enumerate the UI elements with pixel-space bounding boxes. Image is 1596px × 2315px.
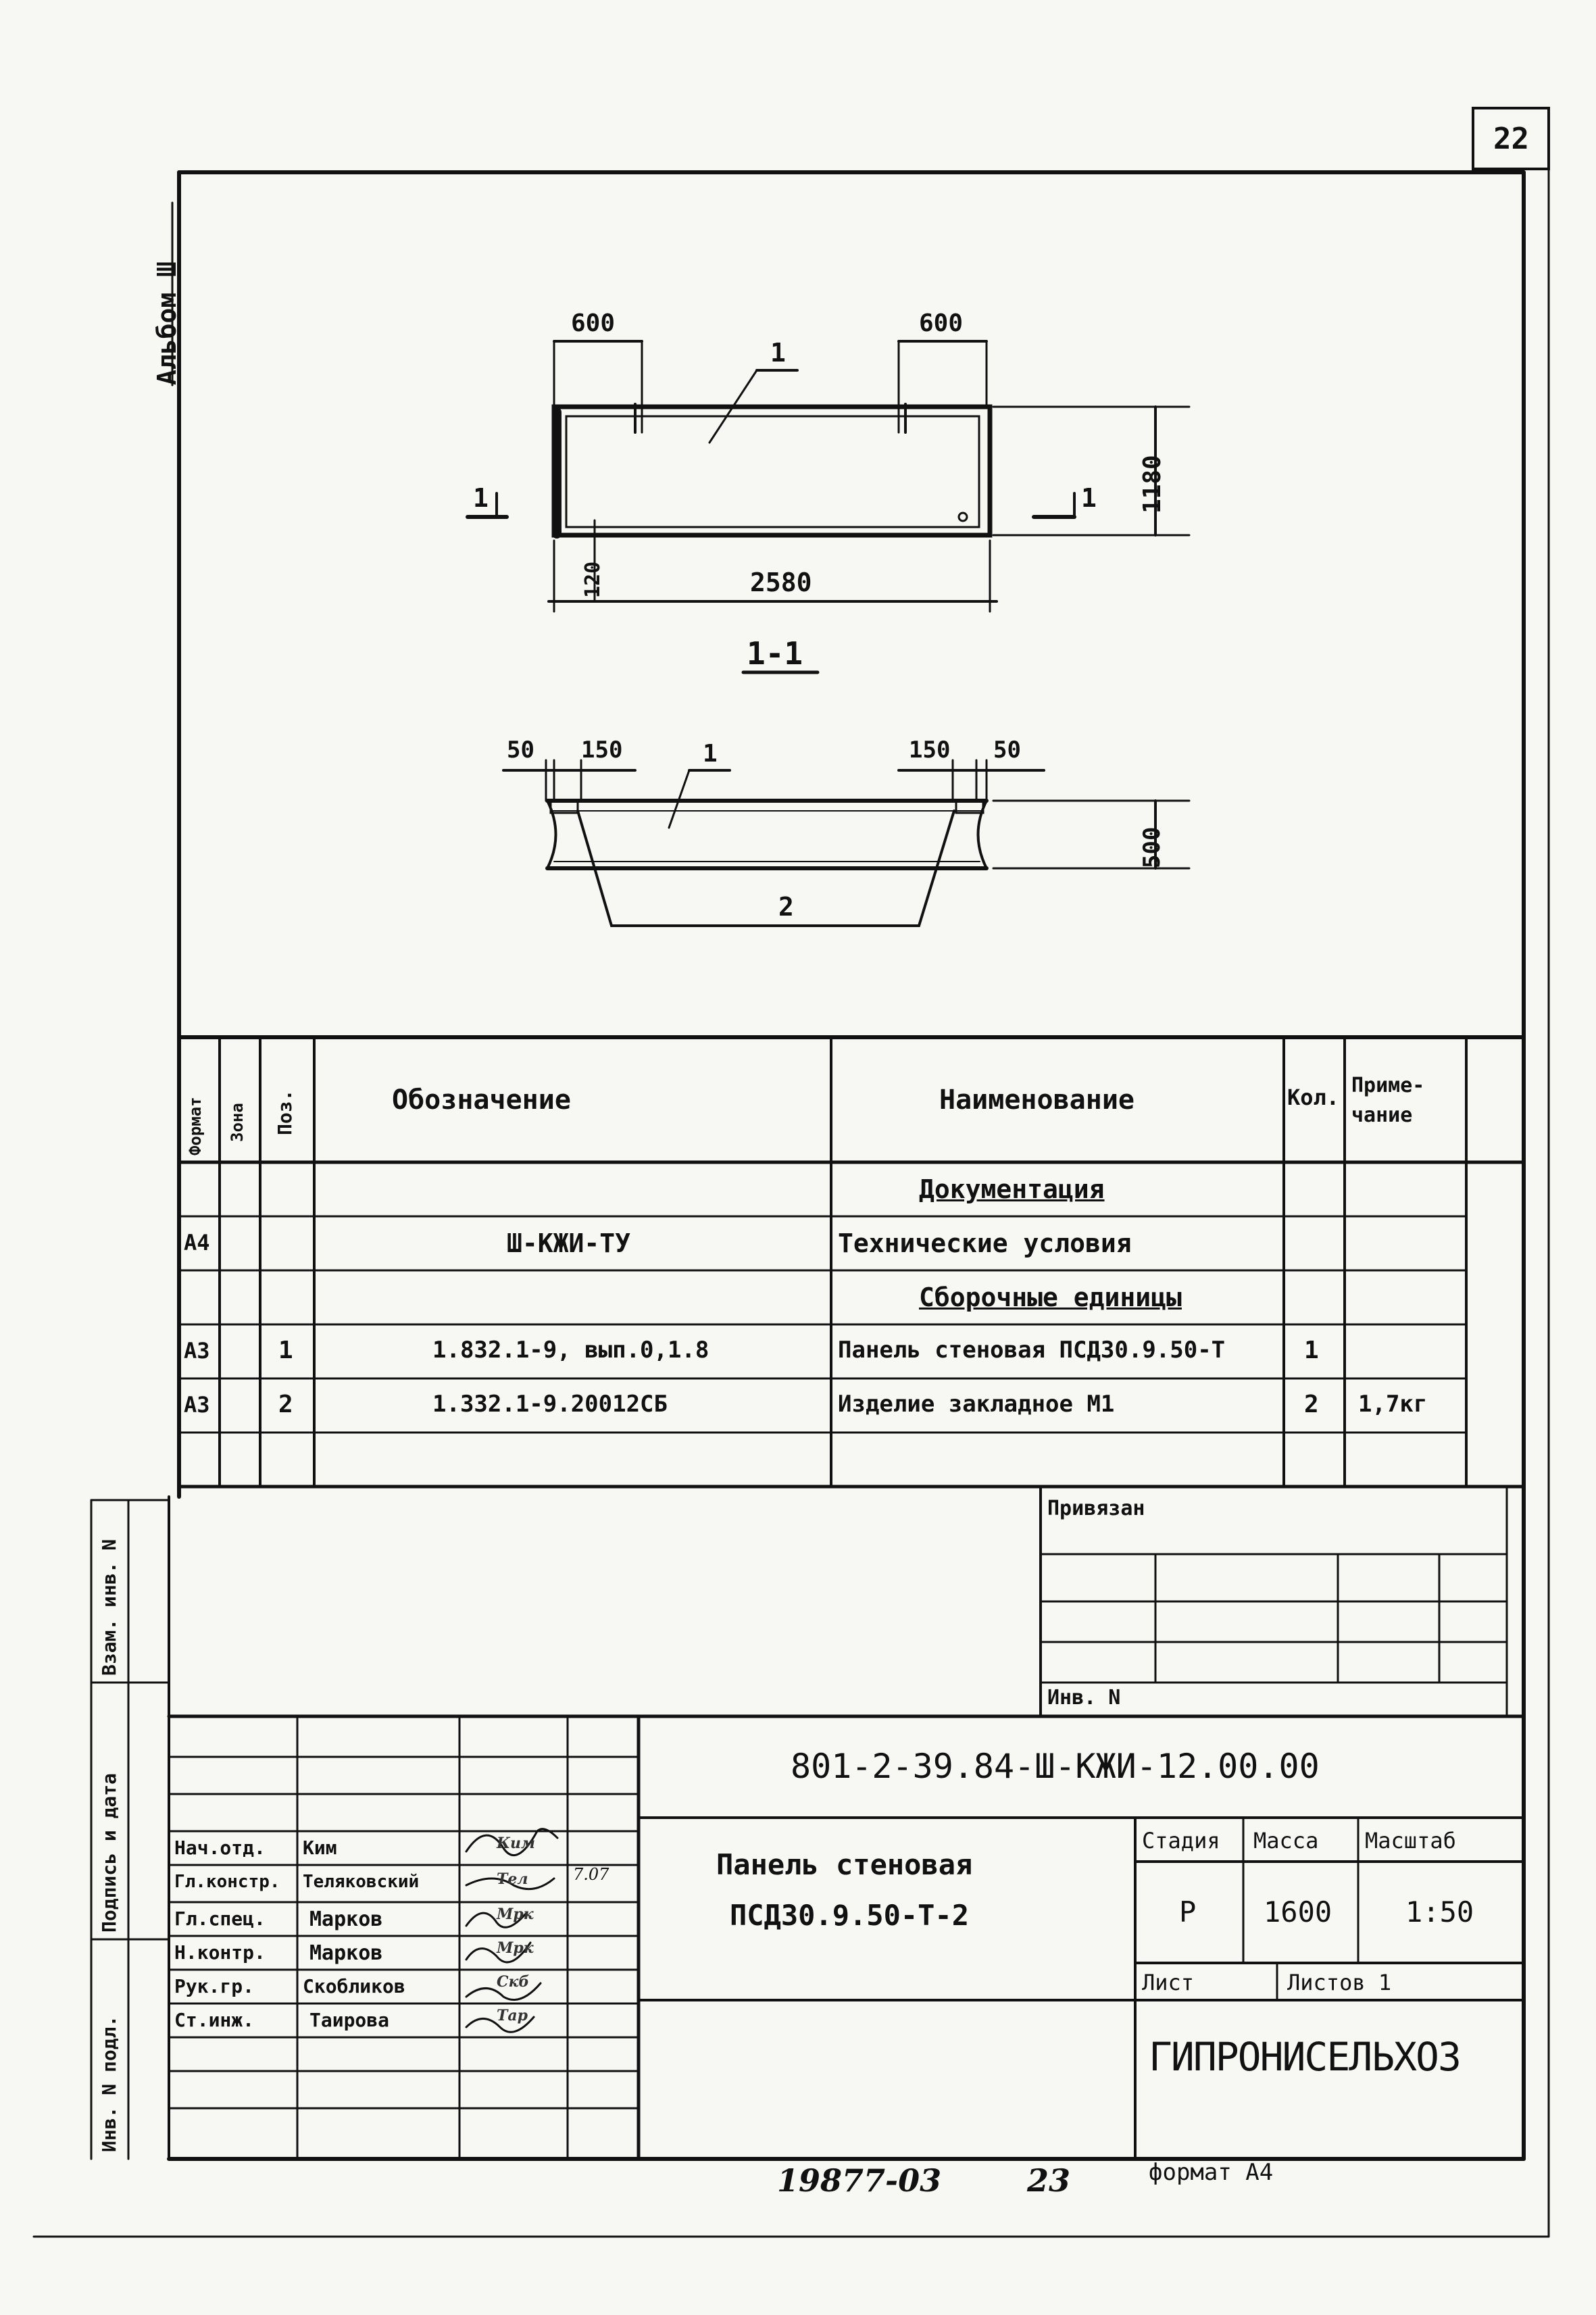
footer-archive-number: 19877-03 xyxy=(777,2162,942,2199)
organization-name: ГИПРОНИСЕЛЬХОЗ xyxy=(1149,2034,1462,2080)
section-mark-left: 1 xyxy=(473,483,489,513)
plan-dim-height: 1180 xyxy=(1139,455,1166,514)
section-mark-right: 1 xyxy=(1081,483,1097,513)
role-label: Рук.гр. xyxy=(174,1975,255,1997)
spec-header-format: Формат xyxy=(186,1097,205,1155)
signature: Мрк xyxy=(497,1906,534,1923)
spec-cell-note: 1,7кг xyxy=(1358,1391,1428,1418)
stage-value: Р xyxy=(1179,1895,1197,1928)
plan-dim-top-left: 600 xyxy=(571,309,616,337)
doc-code: 801-2-39.84-Ш-КЖИ-12.00.00 xyxy=(791,1747,1320,1786)
mass-label: Масса xyxy=(1253,1828,1319,1853)
privyazan-label: Привязан xyxy=(1047,1497,1145,1520)
person-name: Теляковский xyxy=(303,1872,420,1892)
mass-value: 1600 xyxy=(1264,1895,1332,1928)
plan-dim-width: 2580 xyxy=(750,568,812,597)
date-note: 7.07 xyxy=(573,1865,609,1884)
spec-cell-pos: 1 xyxy=(278,1337,293,1364)
person-name: Марков xyxy=(309,1941,383,1965)
spec-cell-designation: Ш-КЖИ-ТУ xyxy=(507,1228,631,1258)
spec-header-qty: Кол. xyxy=(1287,1085,1340,1110)
side-stamp-inv-podl: Инв. N подл. xyxy=(98,2015,120,2152)
spec-header-zone: Зона xyxy=(228,1103,247,1142)
spec-cell-format: А4 xyxy=(184,1230,210,1255)
sheets-label: Листов 1 xyxy=(1287,1970,1392,1995)
spec-cell-format: А3 xyxy=(184,1392,210,1418)
signature: Тел xyxy=(497,1870,528,1888)
sheet-label: Лист xyxy=(1142,1970,1195,1995)
person-name: Таирова xyxy=(309,2009,390,2031)
spec-header-pos: Поз. xyxy=(274,1089,296,1135)
side-stamp-vzam-inv: Взам. инв. N xyxy=(98,1539,120,1676)
section-title: 1-1 xyxy=(747,635,803,672)
section-pos-label-top: 1 xyxy=(703,740,718,768)
role-label: Н.контр. xyxy=(174,1941,266,1964)
role-label: Гл.спец. xyxy=(174,1908,266,1930)
person-name: Скобликов xyxy=(303,1975,405,1997)
plan-dim-offset: 120 xyxy=(581,561,605,598)
spec-cell-qty: 1 xyxy=(1304,1337,1319,1364)
spec-cell-designation: 1.832.1-9, вып.0,1.8 xyxy=(432,1337,709,1364)
section-dim-a-right: 50 xyxy=(993,737,1021,764)
section-dim-a-left: 50 xyxy=(507,737,534,764)
signature: Мрк xyxy=(497,1939,534,1957)
item-name-line2: ПСД30.9.50-Т-2 xyxy=(730,1899,970,1932)
spec-cell-name: Документация xyxy=(919,1174,1105,1204)
signature: Тар xyxy=(497,2007,528,2024)
section-pos-label-bottom: 2 xyxy=(778,892,794,922)
format-label: формат А4 xyxy=(1149,2159,1274,2186)
item-name-line1: Панель стеновая xyxy=(716,1848,973,1881)
plan-pos-label: 1 xyxy=(770,338,786,368)
spec-cell-name: Технические условия xyxy=(838,1228,1132,1258)
scale-value: 1:50 xyxy=(1405,1895,1474,1928)
scale-label: Масштаб xyxy=(1365,1828,1456,1853)
role-label: Ст.инж. xyxy=(174,2009,255,2031)
person-name: Марков xyxy=(309,1908,383,1931)
album-label: Альбом Ш xyxy=(152,261,182,385)
signature: Ким xyxy=(497,1835,535,1852)
spec-header-name: Наименование xyxy=(939,1085,1134,1116)
role-label: Гл.констр. xyxy=(174,1872,280,1892)
spec-cell-name: Сборочные единицы xyxy=(919,1283,1182,1312)
role-label: Нач.отд. xyxy=(174,1837,266,1859)
section-dim-b-right: 150 xyxy=(909,737,951,764)
stage-label: Стадия xyxy=(1142,1828,1220,1853)
spec-cell-qty: 2 xyxy=(1304,1391,1319,1418)
plan-dim-top-right: 600 xyxy=(919,309,964,337)
inv-no-label: Инв. N xyxy=(1047,1686,1121,1710)
person-name: Ким xyxy=(303,1837,337,1859)
spec-cell-name: Изделие закладное М1 xyxy=(838,1391,1115,1418)
footer-page-number: 23 xyxy=(1027,2162,1071,2199)
page-number: 22 xyxy=(1493,122,1529,156)
spec-cell-designation: 1.332.1-9.20012СБ xyxy=(432,1391,668,1418)
side-stamp-podpis-data: Подпись и дата xyxy=(98,1772,120,1933)
spec-cell-name: Панель стеновая ПСД30.9.50-Т xyxy=(838,1337,1226,1364)
spec-cell-format: А3 xyxy=(184,1338,210,1364)
section-dim-thickness: 500 xyxy=(1139,826,1166,868)
spec-header-note: Приме-чание xyxy=(1351,1074,1425,1127)
spec-header-designation: Обозначение xyxy=(392,1085,571,1116)
signature: Скб xyxy=(497,1973,530,1991)
section-dim-b-left: 150 xyxy=(581,737,623,764)
spec-cell-pos: 2 xyxy=(278,1391,293,1418)
